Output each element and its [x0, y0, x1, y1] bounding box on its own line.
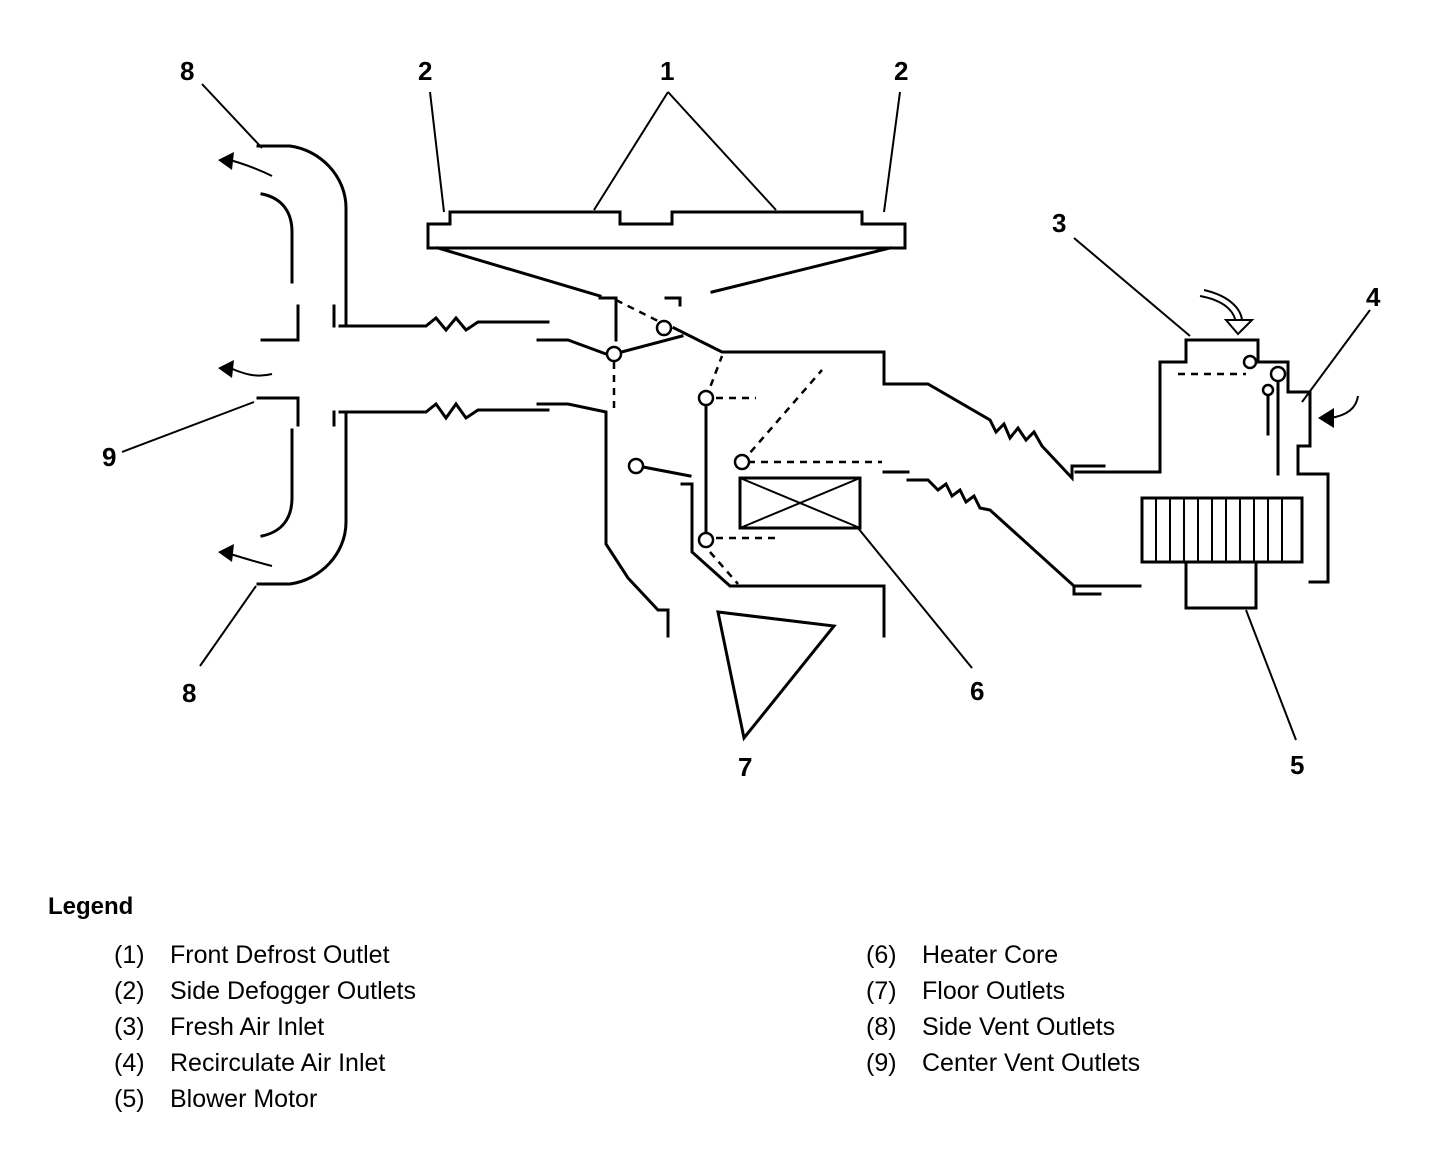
callout-2-right: 2 — [894, 56, 908, 86]
legend-number: (1) — [114, 941, 145, 969]
callout-3: 3 — [1052, 208, 1066, 238]
legend-label: Center Vent Outlets — [922, 1049, 1141, 1077]
callout-2-left: 2 — [418, 56, 432, 86]
legend-label: Blower Motor — [170, 1085, 318, 1113]
legend-item: (2) Side Defogger Outlets — [114, 973, 416, 1009]
leader-lines — [121, 83, 1371, 741]
legend-label: Heater Core — [922, 941, 1059, 969]
callout-7: 7 — [738, 752, 752, 782]
legend-label: Recirculate Air Inlet — [170, 1049, 386, 1077]
hvac-airflow-diagram: 1 2 2 3 4 5 6 7 8 8 9 — [102, 56, 1381, 782]
legend-label: Floor Outlets — [922, 977, 1066, 1005]
legend-number: (9) — [866, 1049, 897, 1077]
callout-8-top: 8 — [180, 56, 194, 86]
legend-item: (1) Front Defrost Outlet — [114, 937, 416, 973]
legend-item: (5) Blower Motor — [114, 1081, 416, 1117]
legend-title: Legend — [48, 893, 134, 920]
callout-4: 4 — [1366, 282, 1381, 312]
blower-motor — [1140, 496, 1304, 610]
legend-number: (8) — [866, 1013, 897, 1041]
callout-6: 6 — [970, 676, 984, 706]
legend-number: (7) — [866, 977, 897, 1005]
legend-number: (3) — [114, 1013, 145, 1041]
airflow-arrows-in — [1199, 289, 1359, 428]
legend-number: (4) — [114, 1049, 145, 1077]
defrost-plenum — [426, 210, 907, 342]
vent-outlets — [256, 144, 348, 586]
heater-core — [738, 476, 862, 530]
callout-1: 1 — [660, 56, 674, 86]
callout-5: 5 — [1290, 750, 1304, 780]
legend-label: Front Defrost Outlet — [170, 941, 390, 969]
legend: Legend (1) Front Defrost Outlet (2) Side D… — [48, 893, 1348, 1113]
legend-label: Side Vent Outlets — [922, 1013, 1116, 1041]
legend-item: (4) Recirculate Air Inlet — [114, 1045, 416, 1081]
inlet-doors — [1178, 354, 1287, 476]
legend-item: (3) Fresh Air Inlet — [114, 1009, 416, 1045]
legend-label: Side Defogger Outlets — [170, 977, 416, 1005]
legend-number: (5) — [114, 1085, 145, 1113]
callout-9: 9 — [102, 442, 116, 472]
legend-number: (2) — [114, 977, 145, 1005]
legend-number: (6) — [866, 941, 897, 969]
legend-item: (8) Side Vent Outlets — [866, 1009, 1140, 1045]
legend-item: (6) Heater Core — [866, 937, 1140, 973]
center-vent-duct — [338, 315, 670, 638]
heater-core-housing — [680, 470, 910, 742]
callout-8-bottom: 8 — [182, 678, 196, 708]
legend-label: Fresh Air Inlet — [170, 1013, 325, 1041]
airflow-arrows-out — [218, 152, 273, 567]
legend-column-right: (6) Heater Core (7) Floor Outlets (8) Side … — [866, 937, 1140, 1081]
mode-doors — [605, 298, 910, 585]
blower-duct — [906, 338, 1330, 596]
legend-column-left: (1) Front Defrost Outlet (2) Side Defogger… — [114, 937, 416, 1117]
legend-item: (7) Floor Outlets — [866, 973, 1140, 1009]
legend-item: (9) Center Vent Outlets — [866, 1045, 1140, 1081]
